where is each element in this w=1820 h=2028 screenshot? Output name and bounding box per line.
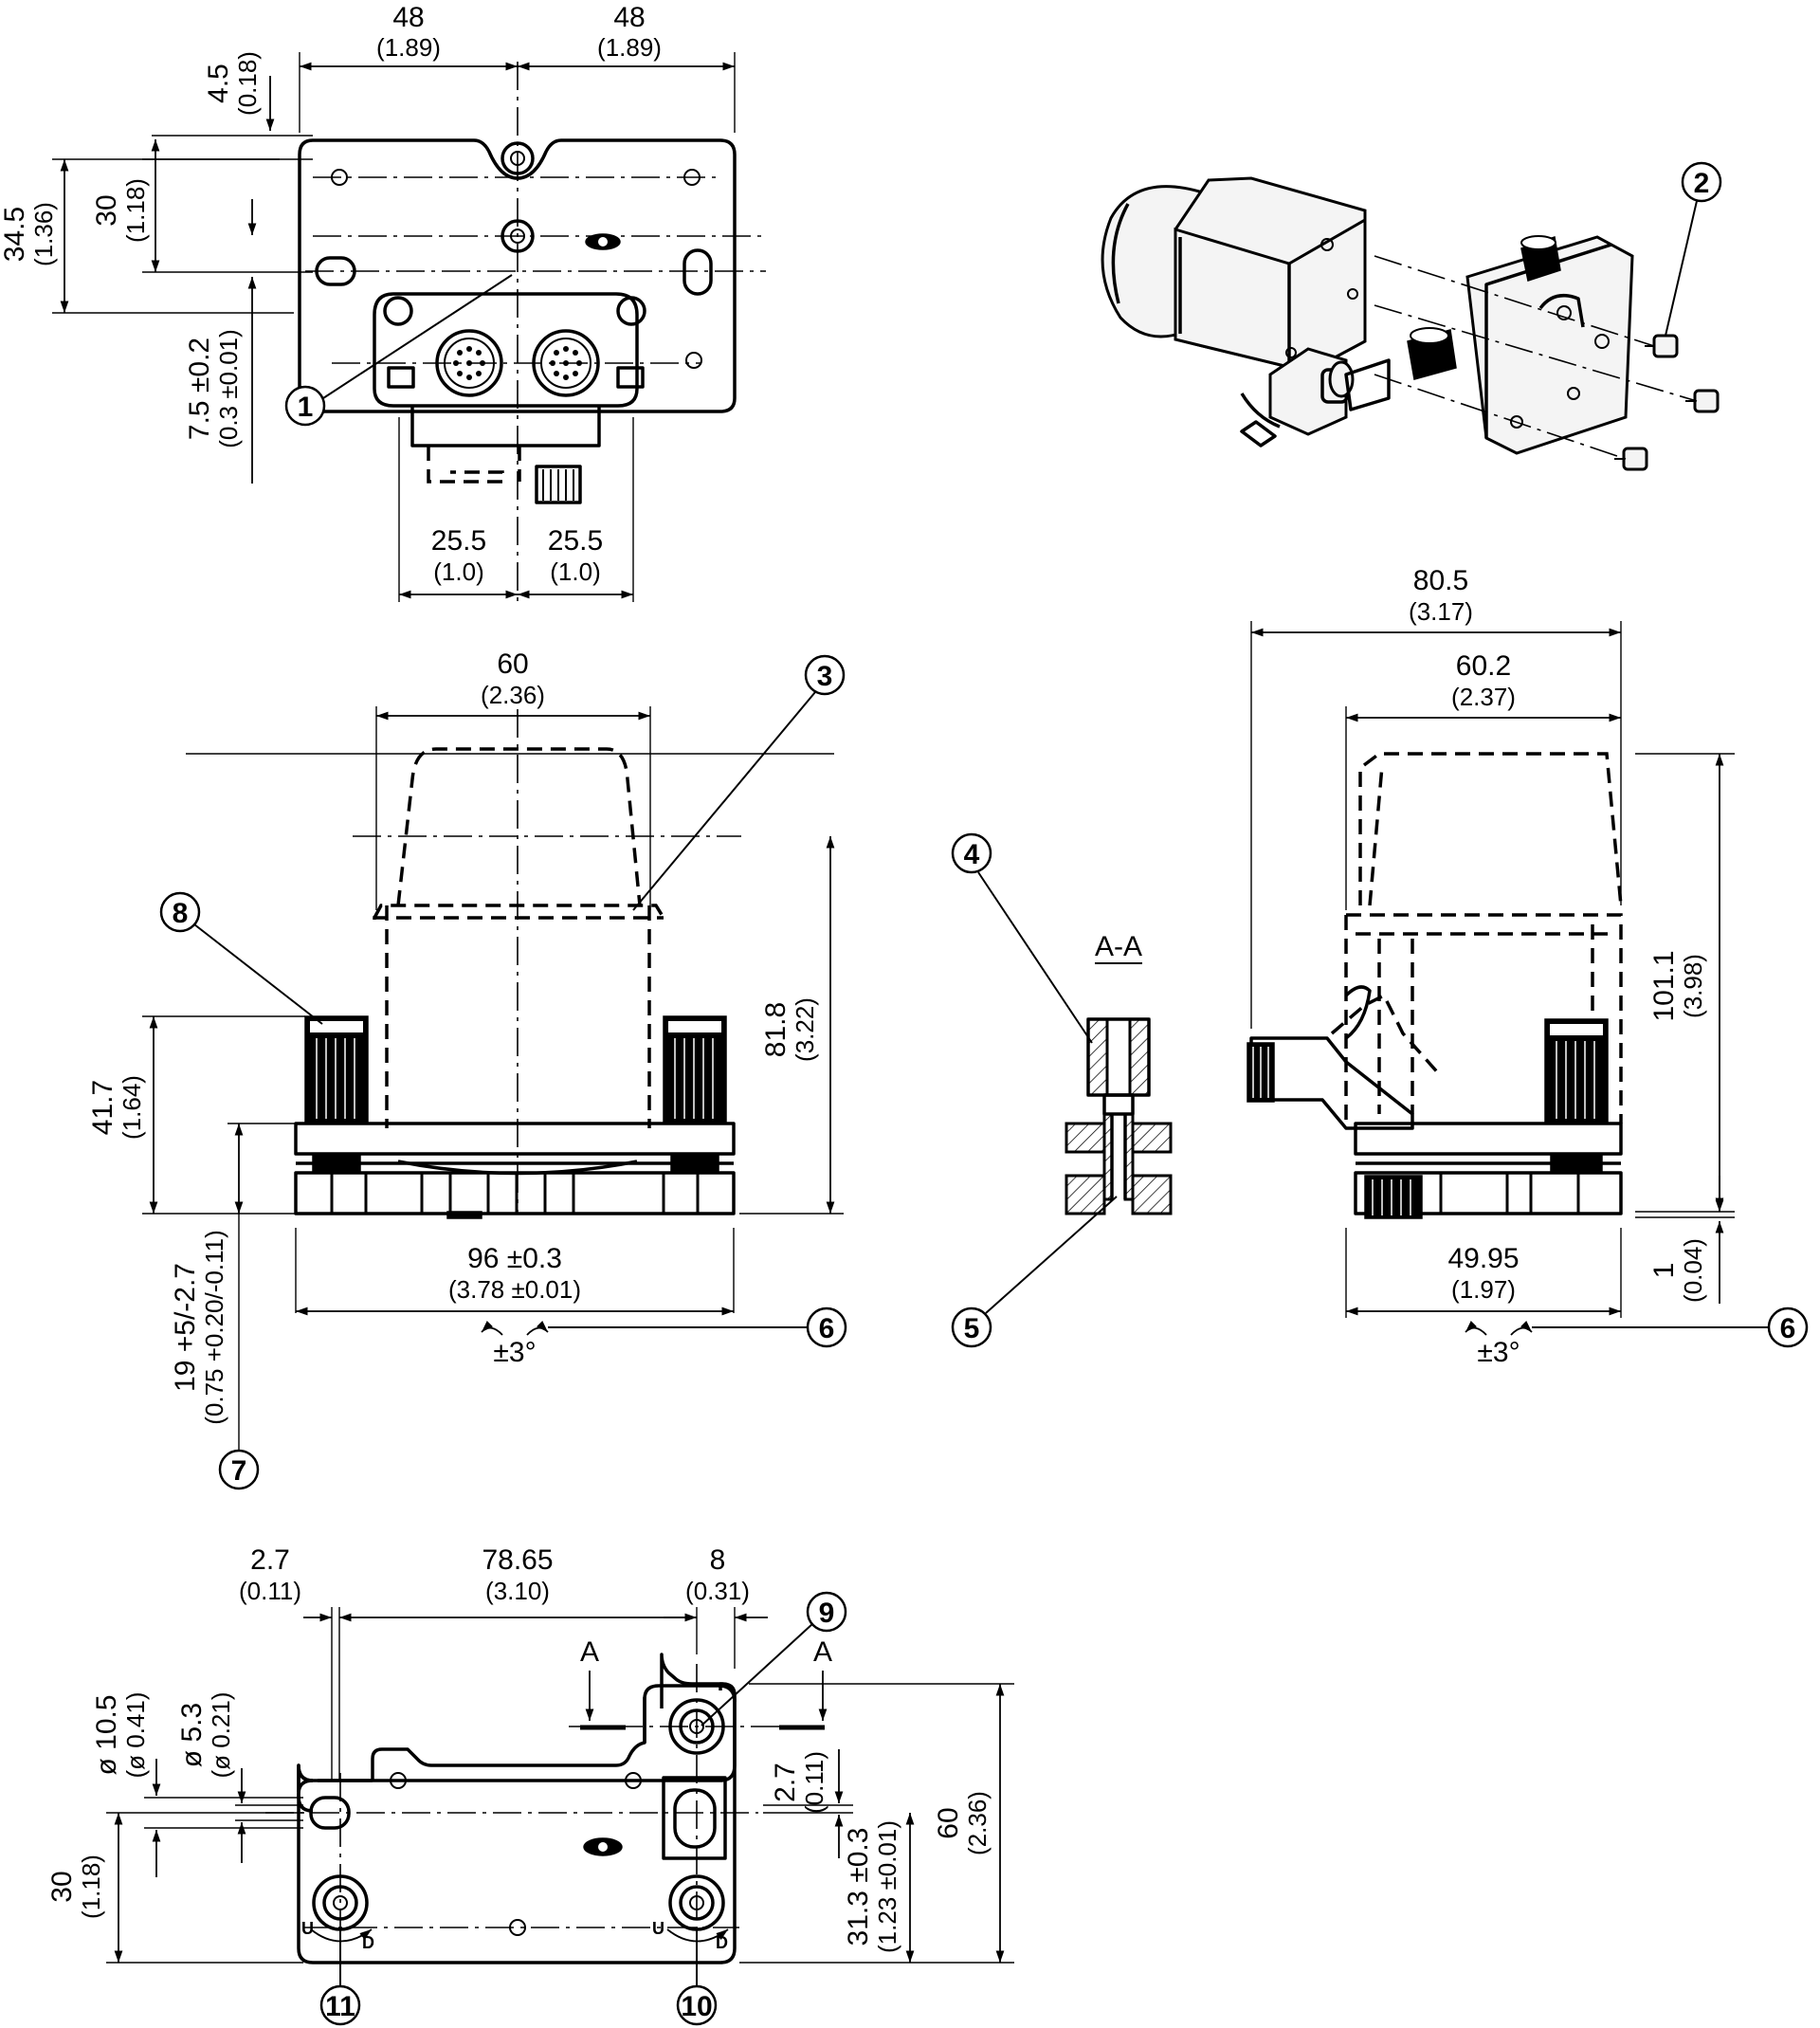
dim-31-3-value: 31.3 ±0.3	[843, 1828, 874, 1946]
callout-2	[1681, 161, 1722, 203]
top-view-bracket	[298, 62, 768, 607]
dim-19-inch: (0.75 +0.20/-0.11)	[200, 1230, 228, 1425]
dim-96-inch: (3.78 ±0.01)	[448, 1275, 581, 1304]
callout-7-label: 7	[231, 1455, 247, 1487]
dim-34-5-value: 34.5	[0, 207, 30, 262]
dim-48-right-value: 48	[613, 2, 645, 33]
dim-2-7-top-value: 2.7	[250, 1544, 290, 1576]
dim-81-8-inch: (3.22)	[791, 997, 819, 1062]
dim-49-95-inch: (1.97)	[1451, 1275, 1516, 1304]
dim-30-bottom-inch: (1.18)	[77, 1854, 105, 1919]
adjust-down-left: D	[362, 1933, 374, 1952]
dim-60-2-value: 60.2	[1456, 650, 1511, 682]
front-view	[186, 709, 834, 1219]
dim-d5-3-inch: (ø 0.21)	[207, 1691, 235, 1778]
callout-2-label: 2	[1694, 168, 1710, 199]
callout-10-label: 10	[681, 1991, 712, 2022]
dim-78-65-inch: (3.10)	[485, 1577, 550, 1605]
dim-60-bottom-inch: (2.36)	[963, 1791, 992, 1855]
dim-25-5-left-inch: (1.0)	[433, 557, 483, 586]
dim-34-5-inch: (1.36)	[29, 202, 58, 266]
callout-6-front	[806, 1306, 847, 1348]
callout-5	[951, 1306, 992, 1348]
dim-8-inch: (0.31)	[685, 1577, 750, 1605]
dim-4-5-value: 4.5	[203, 64, 234, 103]
callout-5-label: 5	[964, 1313, 980, 1344]
callout-4	[951, 832, 992, 874]
callout-3-label: 3	[817, 661, 833, 692]
dim-d10-5-value: ø 10.5	[91, 1694, 122, 1775]
tilt-front: ±3°	[493, 1337, 536, 1368]
dim-19-value: 19 +5/-2.7	[170, 1263, 201, 1392]
dim-30-top-value: 30	[91, 194, 122, 226]
callout-4-label: 4	[964, 839, 980, 870]
dim-101-1-inch: (3.98)	[1679, 954, 1707, 1018]
dim-48-right-inch: (1.89)	[597, 33, 662, 62]
callout-6-side	[1767, 1306, 1809, 1348]
adjust-up-right: U	[652, 1919, 664, 1938]
isometric-view: 2	[1101, 161, 1722, 471]
section-title: A-A	[1095, 931, 1142, 962]
side-view-dimensions: 80.5 (3.17) 60.2 (2.37) 101.1 (3.98) 1 (…	[1250, 565, 1809, 1368]
dim-41-7-inch: (1.64)	[118, 1075, 146, 1140]
dim-60-2-inch: (2.37)	[1451, 683, 1516, 711]
callout-9	[806, 1591, 847, 1633]
dim-1-inch: (0.04)	[1679, 1238, 1707, 1303]
front-view-dimensions: 60 (2.36) 81.8 (3.22) 41.7 (1.64) 19 +5/…	[87, 649, 847, 1490]
callout-10	[676, 1984, 718, 2026]
dim-25-5-left-value: 25.5	[431, 525, 486, 557]
dim-60-bottom-value: 60	[933, 1807, 964, 1838]
dim-41-7-value: 41.7	[87, 1080, 118, 1135]
callout-1	[284, 385, 326, 427]
dim-30-bottom-value: 30	[46, 1871, 78, 1902]
dim-80-5-value: 80.5	[1413, 565, 1468, 596]
dim-25-5-right-value: 25.5	[548, 525, 603, 557]
dim-48-left-value: 48	[392, 2, 424, 33]
dim-d10-5-inch: (ø 0.41)	[121, 1691, 150, 1778]
dim-48-left-inch: (1.89)	[376, 33, 441, 62]
callout-11-label: 11	[325, 1991, 355, 2022]
section-marker-right: A	[813, 1636, 832, 1668]
dim-60-front-value: 60	[497, 649, 528, 680]
dim-80-5-inch: (3.17)	[1409, 597, 1473, 626]
dim-4-5-inch: (0.18)	[233, 51, 262, 116]
dim-d5-3-value: ø 5.3	[176, 1703, 208, 1767]
dim-2-7-right-inch: (0.11)	[800, 1751, 828, 1814]
dim-60-front-inch: (2.36)	[481, 681, 545, 709]
dim-30-top-inch: (1.18)	[121, 178, 150, 243]
dim-2-7-top-inch: (0.11)	[239, 1577, 301, 1605]
callout-3	[804, 654, 846, 696]
dim-78-65-value: 78.65	[482, 1544, 553, 1576]
callout-6-front-label: 6	[819, 1313, 835, 1344]
adjust-down-right: D	[716, 1933, 728, 1952]
dim-96-value: 96 ±0.3	[467, 1243, 562, 1274]
callout-11	[319, 1984, 361, 2026]
callout-9-label: 9	[819, 1598, 835, 1629]
dim-25-5-right-inch: (1.0)	[550, 557, 600, 586]
callout-8-label: 8	[173, 898, 189, 929]
dim-7-5-inch: (0.3 ±0.01)	[214, 329, 243, 448]
top-view-dimensions: 48 (1.89) 48 (1.89) 4.5 (0.18) 34.5 (1.3…	[0, 2, 736, 602]
dim-2-7-right-value: 2.7	[770, 1763, 801, 1802]
adjust-up-left: U	[301, 1919, 314, 1938]
callout-8	[159, 891, 201, 933]
dim-7-5-value: 7.5 ±0.2	[184, 338, 215, 440]
callout-7	[218, 1449, 260, 1490]
bottom-view-dimensions: 2.7 (0.11) 78.65 (3.10) 8 (0.31) ø 10.5 …	[46, 1544, 1014, 2026]
section-marker-left: A	[580, 1636, 599, 1668]
dim-1-value: 1	[1648, 1263, 1680, 1279]
callout-1-label: 1	[298, 392, 314, 423]
side-view	[1247, 752, 1623, 1219]
dim-101-1-value: 101.1	[1648, 950, 1680, 1021]
dim-31-3-inch: (1.23 ±0.01)	[873, 1820, 901, 1953]
dim-81-8-value: 81.8	[760, 1002, 792, 1057]
bottom-view: U D U D A A	[265, 1636, 832, 1982]
dim-49-95-value: 49.95	[1447, 1243, 1519, 1274]
dim-8-value: 8	[710, 1544, 726, 1576]
tilt-side: ±3°	[1477, 1337, 1520, 1368]
section-a-a: A-A 4 5	[951, 832, 1173, 1348]
callout-6-side-label: 6	[1780, 1313, 1796, 1344]
